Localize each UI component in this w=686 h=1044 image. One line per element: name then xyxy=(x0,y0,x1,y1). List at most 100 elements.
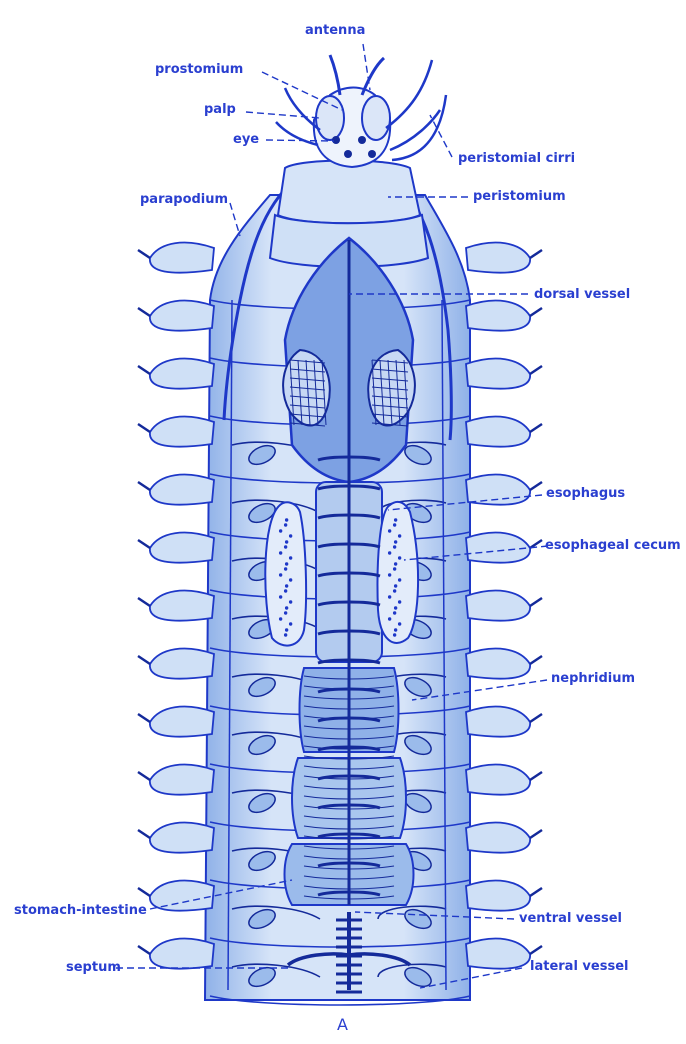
palp-left xyxy=(316,96,344,140)
parapodium-right xyxy=(466,649,530,679)
eye-3 xyxy=(358,136,366,144)
cirrus-head-3 xyxy=(386,60,432,128)
parapodium-right xyxy=(466,243,530,273)
cecum-dot xyxy=(284,589,287,592)
cecum-dot xyxy=(388,551,391,554)
parapodium-tip-left xyxy=(138,482,150,490)
parapodium-tip-right xyxy=(530,250,542,258)
cecum-dot xyxy=(289,556,292,559)
cecum-dot xyxy=(279,573,282,576)
parapodium-tip-right xyxy=(530,424,542,432)
parapodium-tip-right xyxy=(530,714,542,722)
parapodium-tip-right xyxy=(530,366,542,374)
parapodium-left xyxy=(150,939,214,969)
cecum-dot xyxy=(393,633,396,636)
parapodium-tip-right xyxy=(530,830,542,838)
cecum-dot xyxy=(285,628,288,631)
parapodium-tip-left xyxy=(138,598,150,606)
label-prostomium: prostomium xyxy=(155,63,243,76)
cecum-dot xyxy=(388,573,391,576)
cecum-dot xyxy=(284,523,287,526)
label-nephridium: nephridium xyxy=(551,672,635,685)
cecum-dot xyxy=(279,617,282,620)
parapodium-tip-right xyxy=(530,308,542,316)
cecum-dot xyxy=(285,584,288,587)
cecum-dot xyxy=(388,617,391,620)
parapodium-right xyxy=(466,939,530,969)
parapodium-right xyxy=(466,301,530,331)
parapodium-right xyxy=(466,475,530,505)
parapodium-right xyxy=(466,359,530,389)
cecum-dot xyxy=(398,578,401,581)
cecum-dot xyxy=(284,545,287,548)
parapodium-right xyxy=(466,765,530,795)
antenna-left xyxy=(330,55,340,95)
leader-palp xyxy=(246,112,320,118)
label-esophageal-cecum: esophageal cecum xyxy=(545,539,681,552)
cecum-dot xyxy=(394,584,397,587)
parapodium-tip-left xyxy=(138,540,150,548)
parapodium-tip-left xyxy=(138,946,150,954)
parapodium-tip-right xyxy=(530,482,542,490)
parapodium-left xyxy=(150,765,214,795)
cecum-dot xyxy=(394,606,397,609)
cecum-dot xyxy=(285,518,288,521)
eye-2 xyxy=(344,150,352,158)
cecum-dot xyxy=(398,556,401,559)
parapodium-right xyxy=(466,533,530,563)
cecum-dot xyxy=(279,551,282,554)
cirrus-head-2 xyxy=(276,122,318,145)
parapodium-tip-left xyxy=(138,250,150,258)
parapodium-tip-right xyxy=(530,598,542,606)
cecum-dot xyxy=(393,589,396,592)
cecum-dot xyxy=(398,622,401,625)
cecum-dot xyxy=(284,567,287,570)
parapodium-left xyxy=(150,301,214,331)
cecum-dot xyxy=(393,611,396,614)
label-eye: eye xyxy=(233,133,259,146)
label-palp: palp xyxy=(204,103,236,116)
parapodium-left xyxy=(150,475,214,505)
label-septum: septum xyxy=(66,961,121,974)
eye-4 xyxy=(368,150,376,158)
cecum-dot xyxy=(393,545,396,548)
parapodium-left xyxy=(150,649,214,679)
label-peristomial-cirri: peristomial cirri xyxy=(458,152,575,165)
eye-1 xyxy=(332,136,340,144)
parapodium-left xyxy=(150,533,214,563)
cecum-dot xyxy=(289,600,292,603)
cecum-dot xyxy=(279,595,282,598)
label-dorsal-vessel: dorsal vessel xyxy=(534,288,630,301)
cecum-dot xyxy=(393,567,396,570)
cecum-dot xyxy=(285,562,288,565)
cecum-dot xyxy=(394,518,397,521)
label-lateral-vessel: lateral vessel xyxy=(530,960,628,973)
cecum-dot xyxy=(285,540,288,543)
esophageal-cecum-right xyxy=(378,502,419,643)
parapodium-left xyxy=(150,243,214,273)
parapodium-left xyxy=(150,417,214,447)
parapodium-tip-left xyxy=(138,656,150,664)
cecum-dot xyxy=(284,611,287,614)
label-ventral-vessel: ventral vessel xyxy=(519,912,622,925)
parapodium-left xyxy=(150,359,214,389)
parapodium-right xyxy=(466,881,530,911)
antenna-right xyxy=(362,58,384,95)
label-esophagus: esophagus xyxy=(546,487,625,500)
label-antenna: antenna xyxy=(305,24,365,37)
cecum-dot xyxy=(388,529,391,532)
parapodium-tip-left xyxy=(138,366,150,374)
cecum-dot xyxy=(394,540,397,543)
cecum-dot xyxy=(289,534,292,537)
parapodium-tip-left xyxy=(138,772,150,780)
label-parapodium: parapodium xyxy=(140,193,228,206)
leader-parapodium xyxy=(230,203,240,236)
parapodium-left xyxy=(150,881,214,911)
parapodium-tip-left xyxy=(138,308,150,316)
parapodium-left xyxy=(150,591,214,621)
cecum-dot xyxy=(289,578,292,581)
parapodium-tip-left xyxy=(138,830,150,838)
palp-right xyxy=(362,96,390,140)
